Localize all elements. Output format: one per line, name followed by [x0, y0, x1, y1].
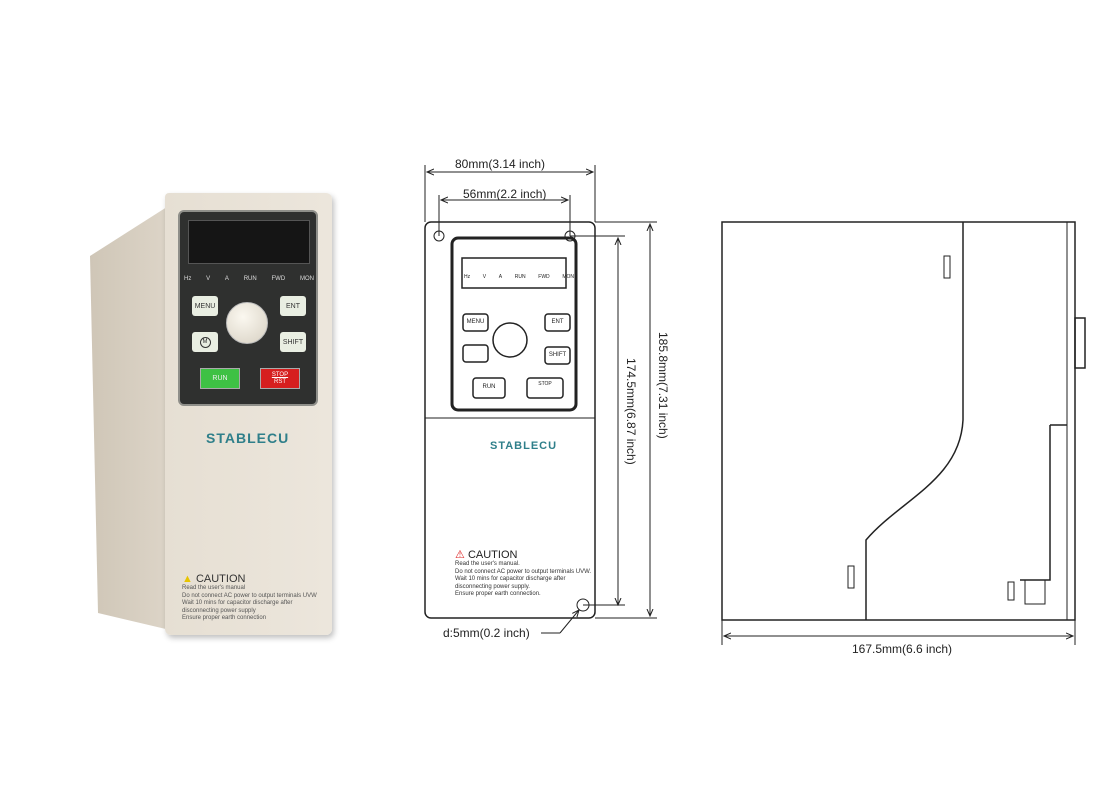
- indicator-v: V: [482, 274, 487, 280]
- drawing-stop-label: STOP: [538, 381, 552, 387]
- menu-button[interactable]: MENU: [192, 296, 218, 316]
- caution-label-photo: ▲ CAUTION Read the user's manual Do not …: [182, 573, 317, 623]
- run-button[interactable]: RUN: [200, 368, 240, 389]
- drawing-run-label: RUN: [482, 384, 496, 390]
- device-side-panel: [90, 205, 170, 630]
- rst-label: RST: [273, 378, 286, 385]
- caution-line: Read the user's manual: [182, 585, 246, 591]
- indicator-hz: Hz: [464, 274, 471, 280]
- caution-label-drawing: ⚠ CAUTION Read the user's manual. Do not…: [455, 548, 591, 599]
- caution-line: Wait 10 mins for capacitor discharge aft…: [182, 600, 293, 606]
- depth-dimension: 167.5mm(6.6 inch): [852, 642, 953, 656]
- warning-icon: ▲: [182, 573, 193, 585]
- drawing-indicator-labels: Hz V A RUN FWD MON: [464, 274, 574, 280]
- shift-button[interactable]: SHIFT: [280, 332, 306, 352]
- side-view-outline: [721, 221, 1086, 621]
- indicator-hz: Hz: [184, 276, 192, 282]
- caution-line: Do not connect AC power to output termin…: [455, 568, 592, 575]
- stop-label: STOP: [271, 371, 289, 378]
- indicator-a: A: [224, 276, 229, 282]
- indicator-run: RUN: [243, 276, 257, 282]
- caution-title-text: CAUTION: [467, 549, 518, 561]
- drawing-ent-label: ENT: [551, 319, 564, 325]
- caution-line: disconnecting power supply.: [455, 583, 530, 590]
- caution-line: Ensure proper earth connection: [182, 615, 267, 621]
- keypad-panel: Hz V A RUN FWD MON MENU ENT M SHIFT RUN …: [178, 210, 318, 406]
- width-dimension: 80mm(3.14 inch): [455, 157, 546, 171]
- caution-line: Wait 10 mins for capacitor discharge aft…: [455, 576, 566, 582]
- potentiometer-knob[interactable]: [226, 302, 268, 344]
- caution-text: Read the user's manual Do not connect AC…: [182, 585, 317, 623]
- caution-line: Do not connect AC power to output termin…: [182, 592, 317, 599]
- dimension-lines: [424, 165, 1076, 645]
- drawing-menu-label: MENU: [466, 319, 485, 325]
- indicator-fwd: FWD: [538, 274, 550, 280]
- m-button-label: M: [199, 336, 211, 348]
- brand-logo: STABLECU: [206, 430, 290, 446]
- hole-height-dimension: 174.5mm(6.87 inch): [624, 358, 638, 465]
- hole-spacing-dimension: 56mm(2.2 inch): [463, 187, 547, 201]
- indicator-a: A: [498, 274, 503, 280]
- caution-line: disconnecting power supply: [182, 607, 256, 614]
- ent-button[interactable]: ENT: [280, 296, 306, 316]
- hole-diameter-dimension: d:5mm(0.2 inch): [443, 626, 530, 640]
- indicator-v: V: [206, 276, 211, 282]
- brand-logo-drawing: STABLECU: [490, 440, 558, 452]
- indicator-mon: MON: [562, 274, 574, 280]
- lcd-display: [188, 220, 310, 264]
- indicator-mon: MON: [299, 276, 314, 282]
- drawing-shift-label: SHIFT: [548, 352, 567, 358]
- indicator-run: RUN: [514, 274, 526, 280]
- height-dimension: 185.8mm(7.31 inch): [656, 332, 670, 439]
- caution-title: ▲ CAUTION: [182, 573, 317, 585]
- caution-line: Read the user's manual.: [455, 561, 520, 567]
- warning-icon: ⚠: [455, 549, 465, 561]
- indicator-fwd: FWD: [271, 276, 286, 282]
- caution-line: Ensure proper earth connection.: [455, 591, 541, 597]
- indicator-labels: Hz V A RUN FWD MON: [184, 276, 314, 282]
- m-button[interactable]: M: [192, 332, 218, 352]
- caution-title-text: CAUTION: [195, 573, 246, 585]
